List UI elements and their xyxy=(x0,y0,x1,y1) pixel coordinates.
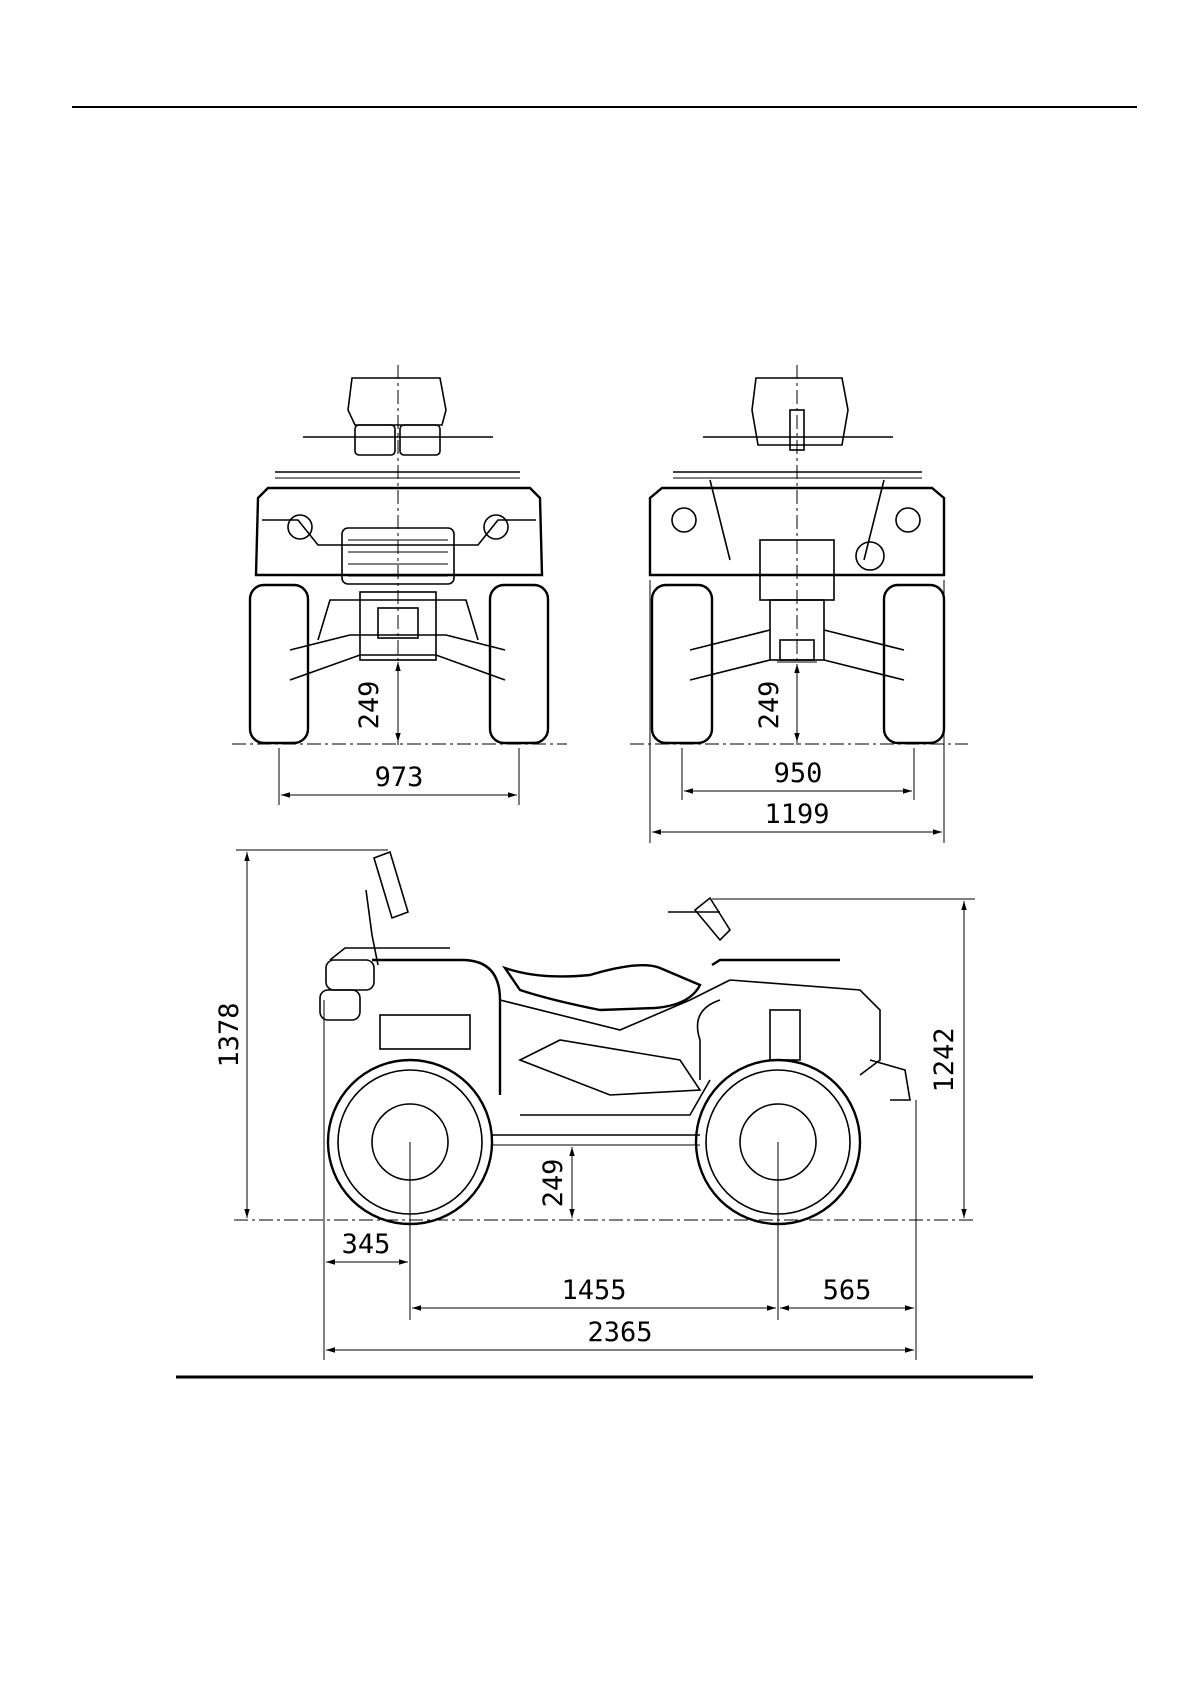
side-front-overhang-label: 345 xyxy=(342,1229,391,1260)
side-seat-height-label: 1242 xyxy=(929,1027,960,1092)
rear-ground-clearance-label: 249 xyxy=(754,681,785,730)
rear-view: 249 950 1199 xyxy=(630,365,968,843)
front-view: 249 973 xyxy=(232,365,567,805)
side-overall-length-label: 2365 xyxy=(587,1317,652,1348)
side-overall-height-label: 1378 xyxy=(214,1002,245,1067)
front-ground-clearance-label: 249 xyxy=(354,681,385,730)
front-left-wheel xyxy=(250,585,308,743)
side-rear-overhang-label: 565 xyxy=(823,1275,872,1306)
rear-track-width-label: 950 xyxy=(774,758,823,789)
side-view: 1378 1242 249 345 1455 565 2365 xyxy=(214,850,975,1360)
rear-left-wheel xyxy=(652,585,712,743)
side-wheelbase-label: 1455 xyxy=(561,1275,626,1306)
front-right-wheel xyxy=(490,585,548,743)
rear-right-wheel xyxy=(884,585,944,743)
side-ground-clearance-label: 249 xyxy=(538,1159,569,1208)
front-track-width-label: 973 xyxy=(375,762,424,793)
rear-overall-width-label: 1199 xyxy=(764,799,829,830)
